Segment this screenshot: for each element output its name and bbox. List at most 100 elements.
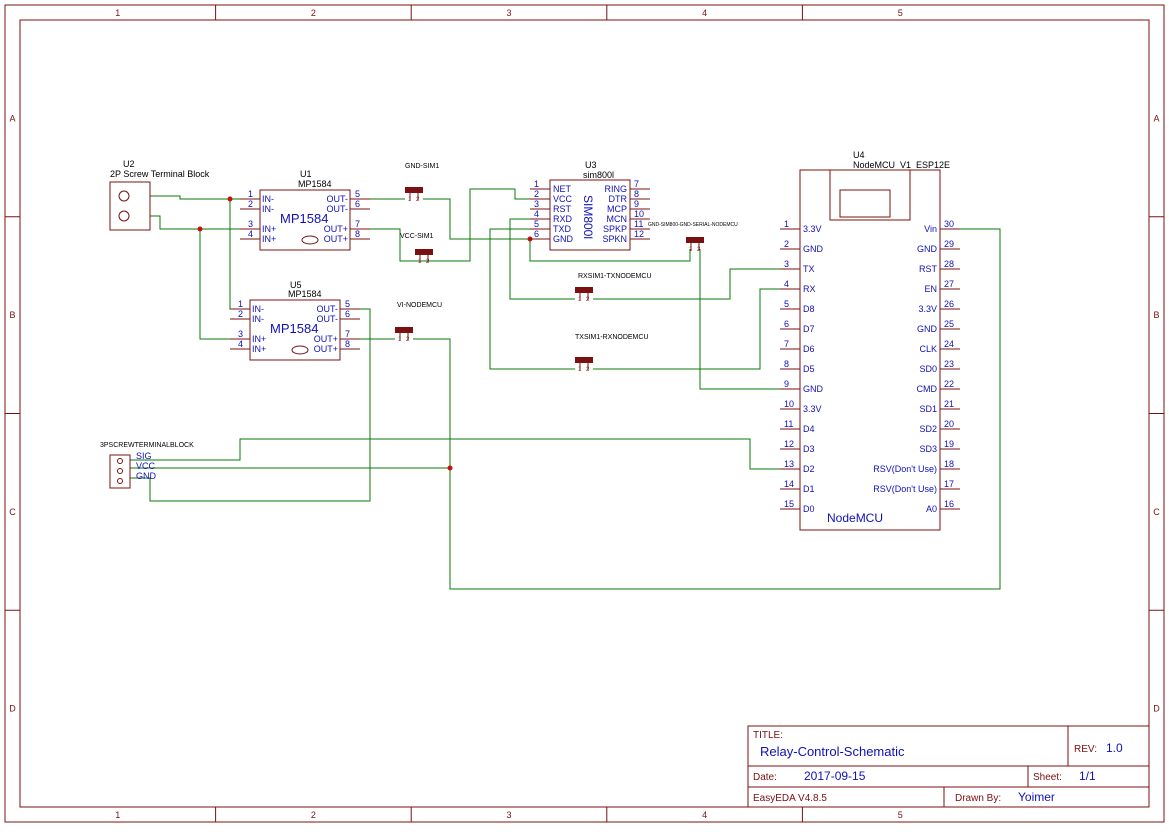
u3-pin-name-10: MCN <box>607 214 628 224</box>
u1-name: MP1584 <box>298 179 332 189</box>
jumper-pin-1: 1 <box>689 247 693 253</box>
u4-pin-num-3: 3 <box>784 259 789 269</box>
u4-pin-name-26: 3.3V <box>918 304 937 314</box>
jumper-rx-tx-label: RXSIM1-TXNODEMCU <box>578 273 652 280</box>
u5-pin-name-2: IN- <box>252 314 264 324</box>
frame-col-top-5: 5 <box>898 8 903 18</box>
u4-pin-num-22: 22 <box>944 379 954 389</box>
u5-pin-num-7: 7 <box>345 329 350 339</box>
u4-pin-num-8: 8 <box>784 359 789 369</box>
jumper-pin-1: 1 <box>408 197 412 203</box>
u4-pin-name-24: CLK <box>919 344 937 354</box>
jumper-pin-2: 2 <box>697 247 701 253</box>
jumper-pin-1: 1 <box>418 259 422 265</box>
frame-row-right-D: D <box>1153 704 1160 714</box>
u4-pin-name-13: D2 <box>803 464 815 474</box>
frame-col-bottom-2: 2 <box>311 810 316 820</box>
u5-ref: U5 <box>290 280 302 290</box>
u4-pin-num-26: 26 <box>944 299 954 309</box>
u4-pin-name-9: GND <box>803 384 824 394</box>
jumper-pin-1: 1 <box>578 367 582 373</box>
title-block: TITLE: Relay-Control-Schematic REV: 1.0 … <box>747 725 1150 808</box>
u3-pin-num-5: 5 <box>534 219 539 229</box>
frame-col-bottom-3: 3 <box>506 810 511 820</box>
u4-pin-name-10: 3.3V <box>803 404 822 414</box>
u3-name: sim800l <box>583 170 614 180</box>
u4-pin-name-18: RSV(Don't Use) <box>873 464 937 474</box>
u2-name: 2P Screw Terminal Block <box>110 169 210 179</box>
rev-label: REV: <box>1074 744 1097 755</box>
u4-pin-name-12: D3 <box>803 444 815 454</box>
u4-pin-num-30: 30 <box>944 219 954 229</box>
frame-col-top-3: 3 <box>506 8 511 18</box>
frame-row-left-C: C <box>9 507 16 517</box>
jumper-gnd-sim800-label: GND-SIM800-GND-SERIAL-NODEMCU <box>648 222 738 228</box>
u3-pin-num-10: 10 <box>634 209 644 219</box>
u4-pin-name-29: GND <box>917 244 938 254</box>
jumper-bar <box>415 249 433 255</box>
u5-pin-num-5: 5 <box>345 299 350 309</box>
u3-pin-num-11: 11 <box>634 219 643 229</box>
u4-pin-num-5: 5 <box>784 299 789 309</box>
u4-pin-name-6: D7 <box>803 324 815 334</box>
u1-pin-name-8: OUT+ <box>324 234 348 244</box>
u1-pin-num-4: 4 <box>248 229 253 239</box>
frame-row-right-C: C <box>1153 507 1160 517</box>
u4-pin-name-16: A0 <box>926 504 937 514</box>
u3-pin-num-1: 1 <box>534 179 539 189</box>
u4-pin-num-20: 20 <box>944 419 954 429</box>
u4-pin-num-9: 9 <box>784 379 789 389</box>
u3-pin-name-1: NET <box>553 184 572 194</box>
u2-ref: U2 <box>123 159 135 169</box>
u4-pin-name-25: GND <box>917 324 938 334</box>
u3-pin-num-4: 4 <box>534 209 539 219</box>
u4-pin-name-4: RX <box>803 284 816 294</box>
u5-pin-num-6: 6 <box>345 309 350 319</box>
u5-pin-name-4: IN+ <box>252 344 266 354</box>
u5-body-label: MP1584 <box>270 321 318 336</box>
u4-ref: U4 <box>853 150 865 160</box>
jumper-pin-2: 2 <box>416 197 420 203</box>
u3-ref: U3 <box>585 160 597 170</box>
junction-dots <box>197 196 533 471</box>
u1-pin-num-3: 3 <box>248 219 253 229</box>
u1-pin-name-6: OUT- <box>327 204 349 214</box>
t3-name: 3PSCREWTERMINALBLOCK <box>100 442 194 449</box>
u4-pin-num-27: 27 <box>944 279 954 289</box>
frame-row-left-A: A <box>9 113 15 123</box>
u4-pin-name-27: EN <box>924 284 937 294</box>
u4-body-label: NodeMCU <box>827 511 883 525</box>
u4-pin-num-14: 14 <box>784 479 794 489</box>
u2-screw-terminal[interactable]: U2 2P Screw Terminal Block <box>109 159 210 231</box>
t3-pin-sig: SIG <box>136 451 152 461</box>
u4-pin-num-1: 1 <box>784 219 789 229</box>
u3-pin-name-9: MCP <box>607 204 627 214</box>
u5-pin-name-7: OUT+ <box>314 334 338 344</box>
jumper-tx-rx-label: TXSIM1-RXNODEMCU <box>575 334 649 341</box>
sheet-value: 1/1 <box>1079 769 1096 783</box>
three-pin-screw-terminal[interactable]: 3PSCREWTERMINALBLOCK SIG VCC GND <box>100 442 194 489</box>
u3-pin-name-12: SPKN <box>602 234 627 244</box>
u1-pin-name-5: OUT- <box>327 194 349 204</box>
u4-pin-name-17: RSV(Don't Use) <box>873 484 937 494</box>
frame-col-top-4: 4 <box>702 8 707 18</box>
u4-pin-name-20: SD2 <box>919 424 937 434</box>
u3-pin-num-2: 2 <box>534 189 539 199</box>
u1-pin-num-7: 7 <box>355 219 360 229</box>
u4-pin-name-15: D0 <box>803 504 815 514</box>
jumper-bar <box>395 327 413 333</box>
u4-pin-num-2: 2 <box>784 239 789 249</box>
u3-pin-name-7: RING <box>605 184 628 194</box>
u4-pin-num-4: 4 <box>784 279 789 289</box>
